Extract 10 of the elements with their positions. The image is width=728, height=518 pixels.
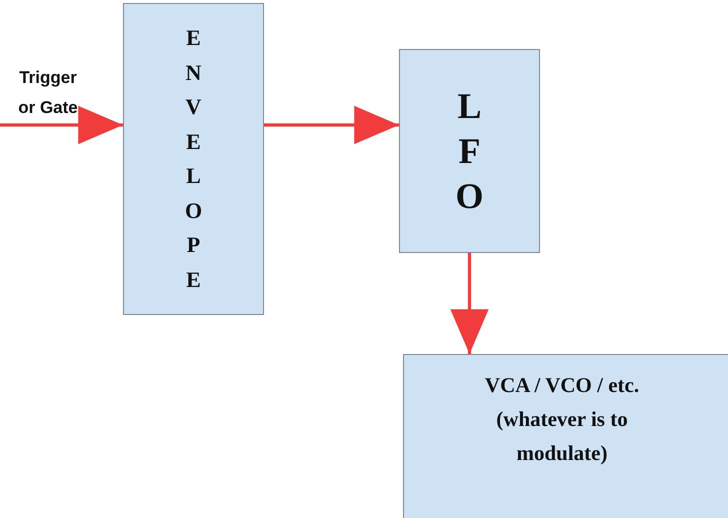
- module-box: [399, 49, 540, 253]
- vertical-label: LFO: [454, 84, 484, 218]
- box-label: VCA / VCO / etc. (whatever is to modulate): [484, 372, 640, 467]
- target-box: [403, 354, 728, 518]
- edge-label: Trigger or Gate: [17, 67, 79, 119]
- arrow: [0, 106, 123, 144]
- arrow: [450, 253, 489, 354]
- arrow: [264, 106, 399, 144]
- module-box: [123, 3, 264, 315]
- vertical-label: ENVELOPE: [184, 24, 204, 294]
